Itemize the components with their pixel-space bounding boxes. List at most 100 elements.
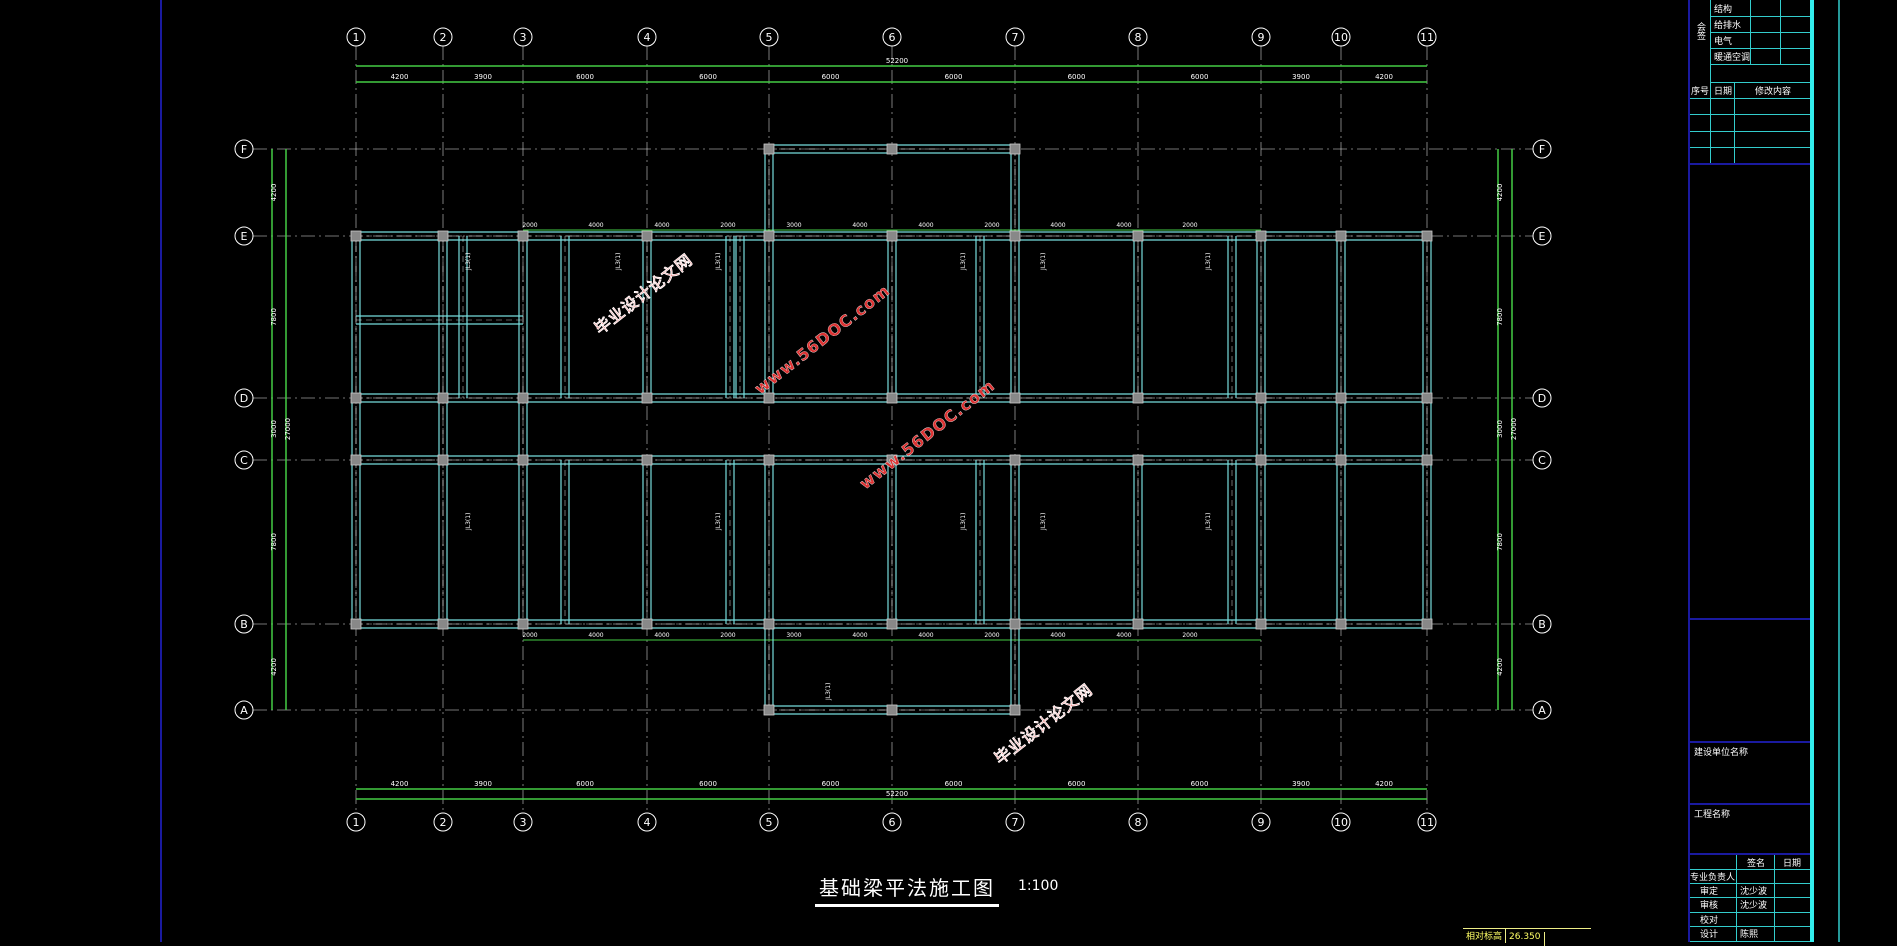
- inner-dimension: 4000: [1050, 222, 1065, 229]
- role-label: 审核: [1700, 901, 1719, 911]
- dimension-segment: 6000: [1068, 73, 1086, 81]
- column: [1255, 230, 1267, 242]
- column: [1255, 618, 1267, 630]
- role-row: 校对: [1690, 912, 1810, 927]
- dimension-segment: 6000: [822, 780, 840, 788]
- grid-label-8: 8: [1135, 31, 1142, 44]
- grid-label-7: 7: [1012, 816, 1019, 829]
- column: [641, 618, 653, 630]
- role-name: 沈少波: [1736, 883, 1767, 897]
- countersign-discipline: 给排水: [1710, 16, 1741, 32]
- inner-dimension: 2000: [1182, 222, 1197, 229]
- grid-bubble: [759, 812, 779, 832]
- column: [763, 392, 775, 404]
- countersign-discipline: 结构: [1710, 0, 1732, 16]
- dimension-segment: 3900: [474, 780, 492, 788]
- inner-dimension: 4000: [918, 222, 933, 229]
- grid-label-10: 10: [1334, 31, 1348, 44]
- grid-label-1: 1: [353, 31, 360, 44]
- column: [763, 230, 775, 242]
- grid-bubble: [1331, 812, 1351, 832]
- grid-label-3: 3: [520, 31, 527, 44]
- elevation-label: 相对标高: [1463, 929, 1507, 943]
- column: [1009, 454, 1021, 466]
- column: [1421, 230, 1433, 242]
- dimension-segment-v: 7800: [270, 533, 278, 551]
- column: [1009, 704, 1021, 716]
- column: [886, 618, 898, 630]
- grid-bubble: [513, 812, 533, 832]
- grid-label-E: E: [241, 230, 248, 243]
- countersign-label: 会签: [1695, 22, 1705, 40]
- column: [763, 704, 775, 716]
- countersign-row: 给排水: [1710, 16, 1810, 33]
- inner-dimension: 4000: [654, 632, 669, 639]
- column: [1255, 454, 1267, 466]
- column: [517, 230, 529, 242]
- inner-dimension: 4000: [1116, 632, 1131, 639]
- beam-tag: JL3(1): [715, 513, 722, 531]
- column: [1421, 618, 1433, 630]
- column: [641, 230, 653, 242]
- grid-label-F: F: [1539, 143, 1545, 156]
- dimension-segment: 6000: [945, 73, 963, 81]
- project-label: 工程名称: [1694, 810, 1731, 820]
- dimension-segment-v: 4200: [270, 658, 278, 676]
- grid-label-8: 8: [1135, 816, 1142, 829]
- grid-bubble: [1417, 27, 1437, 47]
- grid-bubble: [1532, 700, 1552, 720]
- column: [1009, 618, 1021, 630]
- dimension-segment: 6000: [1191, 73, 1209, 81]
- column: [517, 618, 529, 630]
- grid-bubble: [759, 27, 779, 47]
- drawing-title: 基础梁平法施工图: [815, 872, 999, 907]
- countersign-row: 暖通空调: [1710, 48, 1810, 65]
- role-row: 审核 沈少波: [1690, 897, 1810, 913]
- dimension-segment: 4200: [391, 73, 409, 81]
- column: [1335, 230, 1347, 242]
- watermark: www.56DOC.com: [751, 281, 894, 398]
- column: [350, 618, 362, 630]
- column: [1132, 392, 1144, 404]
- grid-label-B: B: [240, 618, 248, 631]
- inner-dimension: 2000: [720, 632, 735, 639]
- grid-bubble: [1532, 450, 1552, 470]
- column: [517, 454, 529, 466]
- dimension-segment-v: 7800: [1496, 533, 1504, 551]
- grid-bubble: [1005, 812, 1025, 832]
- beam-tag: JL3(1): [825, 683, 832, 701]
- grid-label-C: C: [1538, 454, 1546, 467]
- inner-dimension: 2000: [522, 632, 537, 639]
- inner-dimension: 4000: [654, 222, 669, 229]
- role-label: 审定: [1700, 886, 1719, 897]
- role-name: [1736, 869, 1740, 883]
- column: [763, 454, 775, 466]
- dimension-segment-v: 7800: [1496, 308, 1504, 326]
- column: [886, 230, 898, 242]
- beam-tag: JL3(1): [465, 513, 472, 531]
- grid-label-9: 9: [1258, 31, 1265, 44]
- column: [437, 230, 449, 242]
- countersign-row: 电气: [1710, 32, 1810, 49]
- grid-label-B: B: [1538, 618, 1546, 631]
- column: [886, 704, 898, 716]
- column: [1009, 392, 1021, 404]
- grid-bubble: [1128, 812, 1148, 832]
- grid-bubble: [1128, 27, 1148, 47]
- revision-col-no: 序号: [1691, 86, 1710, 97]
- grid-bubble: [234, 700, 254, 720]
- role-name: 沈少波: [1736, 897, 1767, 912]
- grid-bubble: [1251, 812, 1271, 832]
- elevation-value: 26.350: [1506, 932, 1545, 946]
- role-label: 校对: [1700, 915, 1719, 926]
- dimension-total: 52200: [886, 790, 908, 798]
- sign-header: 签名日期: [1690, 855, 1810, 870]
- role-name: 陈熙: [1736, 926, 1758, 941]
- inner-dimension: 4000: [1050, 632, 1065, 639]
- grid-label-2: 2: [440, 816, 447, 829]
- grid-bubble: [1417, 812, 1437, 832]
- title-block: 会签 结构 给排水 电气 暖通空调 序号日期修改内容 建设单位名称 工程名称 签…: [1688, 0, 1814, 942]
- column: [1132, 454, 1144, 466]
- grid-label-D: D: [1538, 392, 1546, 405]
